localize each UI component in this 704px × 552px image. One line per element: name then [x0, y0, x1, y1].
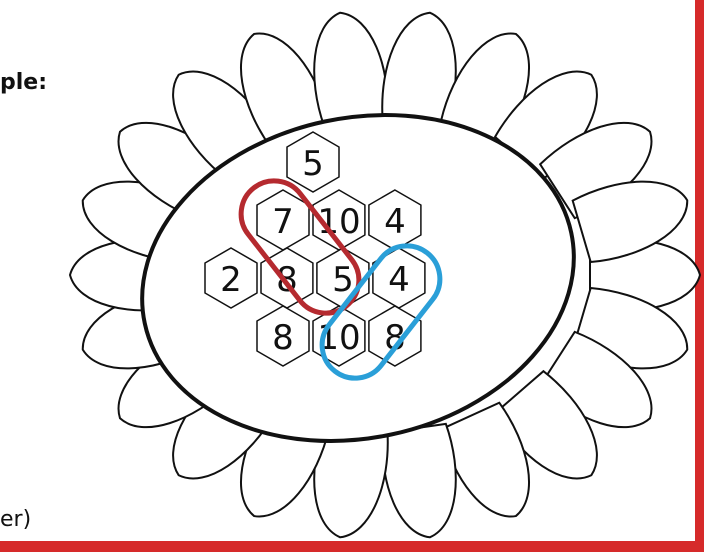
hex-number: 5 [302, 144, 324, 184]
hex-number: 4 [384, 202, 406, 242]
hex-number: 2 [220, 260, 242, 300]
hex-number: 8 [272, 318, 294, 358]
hex-number: 7 [272, 202, 294, 242]
petal [305, 8, 391, 127]
petal [379, 423, 465, 542]
hex-number: 4 [388, 260, 410, 300]
